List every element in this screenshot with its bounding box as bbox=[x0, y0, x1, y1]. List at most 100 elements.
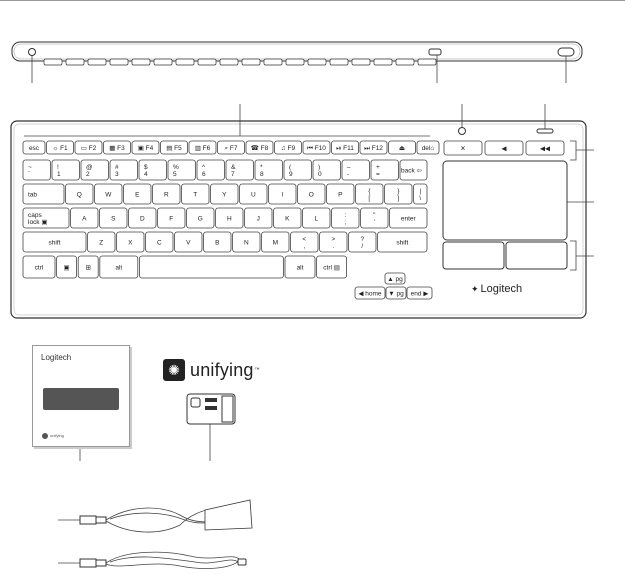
letter-key-x[interactable]: X bbox=[116, 231, 145, 253]
backslash-key[interactable]: |\ bbox=[413, 183, 428, 205]
letter-key-w[interactable]: W bbox=[94, 183, 123, 205]
letter-key-y[interactable]: Y bbox=[210, 183, 239, 205]
quote-key[interactable]: "' bbox=[360, 207, 389, 229]
letter-key-h[interactable]: H bbox=[215, 207, 244, 229]
fn-key-11-label: ⏯ F11 bbox=[336, 145, 354, 152]
letter-key-q[interactable]: Q bbox=[65, 183, 94, 205]
letter-key-o[interactable]: O bbox=[297, 183, 326, 205]
alt-right-key[interactable]: alt bbox=[284, 255, 316, 279]
media-key-1[interactable]: ◀ bbox=[484, 140, 524, 156]
letter-key-t[interactable]: T bbox=[181, 183, 210, 205]
shift-right-key[interactable]: shift bbox=[377, 231, 428, 253]
letter-key-g[interactable]: G bbox=[186, 207, 215, 229]
letter-key-c[interactable]: C bbox=[145, 231, 174, 253]
fn-key-13[interactable]: ⏏ bbox=[388, 140, 416, 155]
letter-key-e[interactable]: E bbox=[123, 183, 152, 205]
letter-key-s[interactable]: S bbox=[99, 207, 128, 229]
letter-key-u[interactable]: U bbox=[239, 183, 268, 205]
letter-key-p[interactable]: P bbox=[326, 183, 355, 205]
media-key-0[interactable]: ✕ bbox=[443, 140, 483, 156]
number-key-2[interactable]: @2 bbox=[80, 159, 109, 181]
enter-key[interactable]: enter bbox=[389, 207, 428, 229]
bracket-key-1[interactable]: }] bbox=[384, 183, 413, 205]
fn-key[interactable]: ▣ bbox=[56, 255, 77, 279]
fn-key-7[interactable]: ⌕ F7 bbox=[217, 140, 245, 155]
windows-key[interactable]: ⊞ bbox=[77, 255, 99, 279]
touchpad[interactable] bbox=[442, 160, 568, 241]
fn-key-1[interactable]: ☼ F1 bbox=[46, 140, 74, 155]
slash-key[interactable]: ?/ bbox=[348, 231, 377, 253]
alt-left-key[interactable]: alt bbox=[99, 255, 139, 279]
right-click-button[interactable] bbox=[505, 241, 568, 270]
fn-key-14[interactable]: del⌂ bbox=[416, 140, 440, 155]
fn-key-12[interactable]: ⏭ F12 bbox=[359, 140, 388, 155]
fn-key-9[interactable]: ♫ F9 bbox=[274, 140, 302, 155]
ctrl-right-key[interactable]: ctrl ▤ bbox=[316, 255, 348, 279]
fn-key-10[interactable]: ⏮ F10 bbox=[302, 140, 331, 155]
fn-key-8[interactable]: ☎ F8 bbox=[245, 140, 274, 155]
letter-key-r-label: R bbox=[164, 191, 169, 198]
fn-key-5[interactable]: ▤ F5 bbox=[160, 140, 188, 155]
fn-key-0[interactable]: esc bbox=[22, 140, 46, 155]
shift-left-key[interactable]: shift bbox=[22, 231, 87, 253]
number-key-5[interactable]: %5 bbox=[167, 159, 196, 181]
number-key-7[interactable]: &7 bbox=[225, 159, 254, 181]
letter-key-j[interactable]: J bbox=[244, 207, 273, 229]
semicolon-key[interactable]: :; bbox=[331, 207, 360, 229]
letter-key-n[interactable]: N bbox=[232, 231, 261, 253]
letter-key-d[interactable]: D bbox=[128, 207, 157, 229]
backslash-key-label: \ bbox=[419, 195, 421, 202]
media-key-2[interactable]: ◀◀ bbox=[525, 140, 565, 156]
spacebar-key[interactable] bbox=[138, 255, 284, 279]
fn-key-3[interactable]: ▦ F3 bbox=[103, 140, 131, 155]
letter-key-l[interactable]: L bbox=[302, 207, 331, 229]
letter-key-i[interactable]: I bbox=[268, 183, 297, 205]
letter-key-v[interactable]: V bbox=[174, 231, 203, 253]
number-key-9[interactable]: (9 bbox=[283, 159, 312, 181]
fn-key-2[interactable]: ▭ F2 bbox=[74, 140, 103, 155]
letter-key-z[interactable]: Z bbox=[87, 231, 116, 253]
number-key-3[interactable]: #3 bbox=[109, 159, 138, 181]
keyboard-keys: esc☼ F1▭ F2▦ F3▣ F4▤ F5▥ F6⌕ F7☎ F8♫ F9⏮… bbox=[22, 140, 565, 300]
number-key-0[interactable]: ~` bbox=[22, 159, 51, 181]
letter-key-a[interactable]: A bbox=[70, 207, 99, 229]
number-key-11[interactable]: –- bbox=[341, 159, 370, 181]
tab-key[interactable]: tab bbox=[22, 183, 65, 205]
number-key-10[interactable]: )0 bbox=[312, 159, 341, 181]
fn-key-6[interactable]: ▥ F6 bbox=[188, 140, 217, 155]
letter-key-m[interactable]: M bbox=[261, 231, 290, 253]
shift-left-key-label: shift bbox=[49, 239, 61, 246]
arrow-down-key[interactable]: ▼ pg bbox=[385, 286, 407, 300]
letter-key-r[interactable]: R bbox=[152, 183, 181, 205]
number-key-9-label: 9 bbox=[289, 171, 293, 178]
backspace-key[interactable]: back ⇦ bbox=[399, 159, 428, 181]
number-key-12[interactable]: += bbox=[370, 159, 399, 181]
letter-key-f[interactable]: F bbox=[157, 207, 186, 229]
fn-key-11[interactable]: ⏯ F11 bbox=[331, 140, 359, 155]
box-unifying-logo: unifying bbox=[42, 433, 64, 439]
number-key-1[interactable]: !1 bbox=[51, 159, 80, 181]
number-key-4[interactable]: $4 bbox=[138, 159, 167, 181]
comma-key[interactable]: <, bbox=[290, 231, 319, 253]
period-key[interactable]: >. bbox=[319, 231, 348, 253]
left-click-button[interactable] bbox=[442, 241, 505, 270]
fn-key-4[interactable]: ▣ F4 bbox=[131, 140, 160, 155]
power-switch-icon[interactable] bbox=[28, 48, 36, 56]
caps-lock-key-label: caps bbox=[28, 212, 42, 219]
number-key-6[interactable]: ^6 bbox=[196, 159, 225, 181]
letter-key-b[interactable]: B bbox=[203, 231, 232, 253]
arrow-right-key[interactable]: end ▶ bbox=[406, 286, 433, 300]
arrow-up-key[interactable]: ▲ pg bbox=[384, 272, 406, 285]
on-off-slider[interactable] bbox=[557, 47, 575, 57]
logitech-wordmark: Logitech bbox=[480, 283, 523, 295]
number-key-3-label: # bbox=[115, 164, 119, 171]
letter-key-p-label: P bbox=[338, 191, 342, 198]
period-key-label: . bbox=[332, 243, 334, 250]
number-key-8[interactable]: *8 bbox=[254, 159, 283, 181]
letter-key-k[interactable]: K bbox=[273, 207, 302, 229]
ctrl-left-key[interactable]: ctrl bbox=[22, 255, 56, 279]
letter-key-w-label: W bbox=[105, 191, 112, 198]
arrow-left-key[interactable]: ◀ home bbox=[354, 286, 386, 300]
bracket-key-0[interactable]: {[ bbox=[355, 183, 384, 205]
